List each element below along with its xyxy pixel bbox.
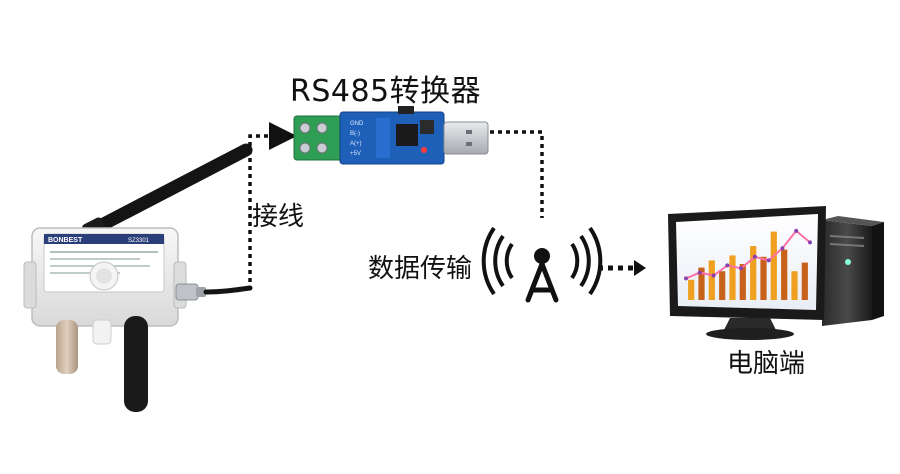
screen-chart [684,228,812,300]
computer [668,206,884,340]
wiring-connector [248,122,297,290]
sensor-cable [203,285,253,295]
screen-bar [719,271,726,300]
screen-trend-point [739,266,744,271]
wiring-label: 接线 [252,202,305,232]
screen-bar [698,267,705,300]
screen-bar [750,246,757,300]
data-transmission-label: 数据传输 [368,254,473,284]
screen-bar [781,249,788,300]
pc-tower [822,220,872,326]
pin-b: B(-) [350,131,360,137]
pin-gnd: GND [350,121,364,127]
screen-bar [801,262,808,300]
terminal-block [293,115,345,161]
screen-trend-point [766,258,771,263]
screen-trend-point [697,270,702,275]
pc-end-label: 电脑端 [727,349,806,379]
screen-trend-point [711,273,716,278]
gas-probe [124,316,148,412]
screen-trend-point [780,246,785,251]
screen-trend-point [794,228,799,233]
screen-bar [770,231,777,300]
screen-bar [708,260,715,300]
usb-to-wireless-connector [490,130,544,218]
screen-trend-point [684,276,688,281]
converter-title: RS485转换器 [290,74,482,109]
screen-bar [791,271,798,300]
pin-5v: +5V [350,151,361,157]
sensor-device: BONBEST SZ3301 [23,143,253,412]
sensor-model: SZ3301 [128,238,150,244]
screen-trend-line [685,229,811,280]
transmission-arrow [598,260,646,276]
usb-plug [443,121,489,155]
screen-trend-point [725,263,730,268]
screen-trend-point [808,240,812,245]
wireless-tower-icon [481,226,603,303]
screen-trend-point [752,254,757,259]
screen-bar [760,256,767,300]
screen-bar [688,279,695,300]
sensor-brand: BONBEST [48,237,83,244]
rs485-converter: GND B(-) A(+) +5V [293,106,489,165]
pin-a: A(+) [350,141,362,147]
screen-bar [729,255,736,300]
screen-bar [739,264,746,300]
temperature-probe [56,320,78,374]
